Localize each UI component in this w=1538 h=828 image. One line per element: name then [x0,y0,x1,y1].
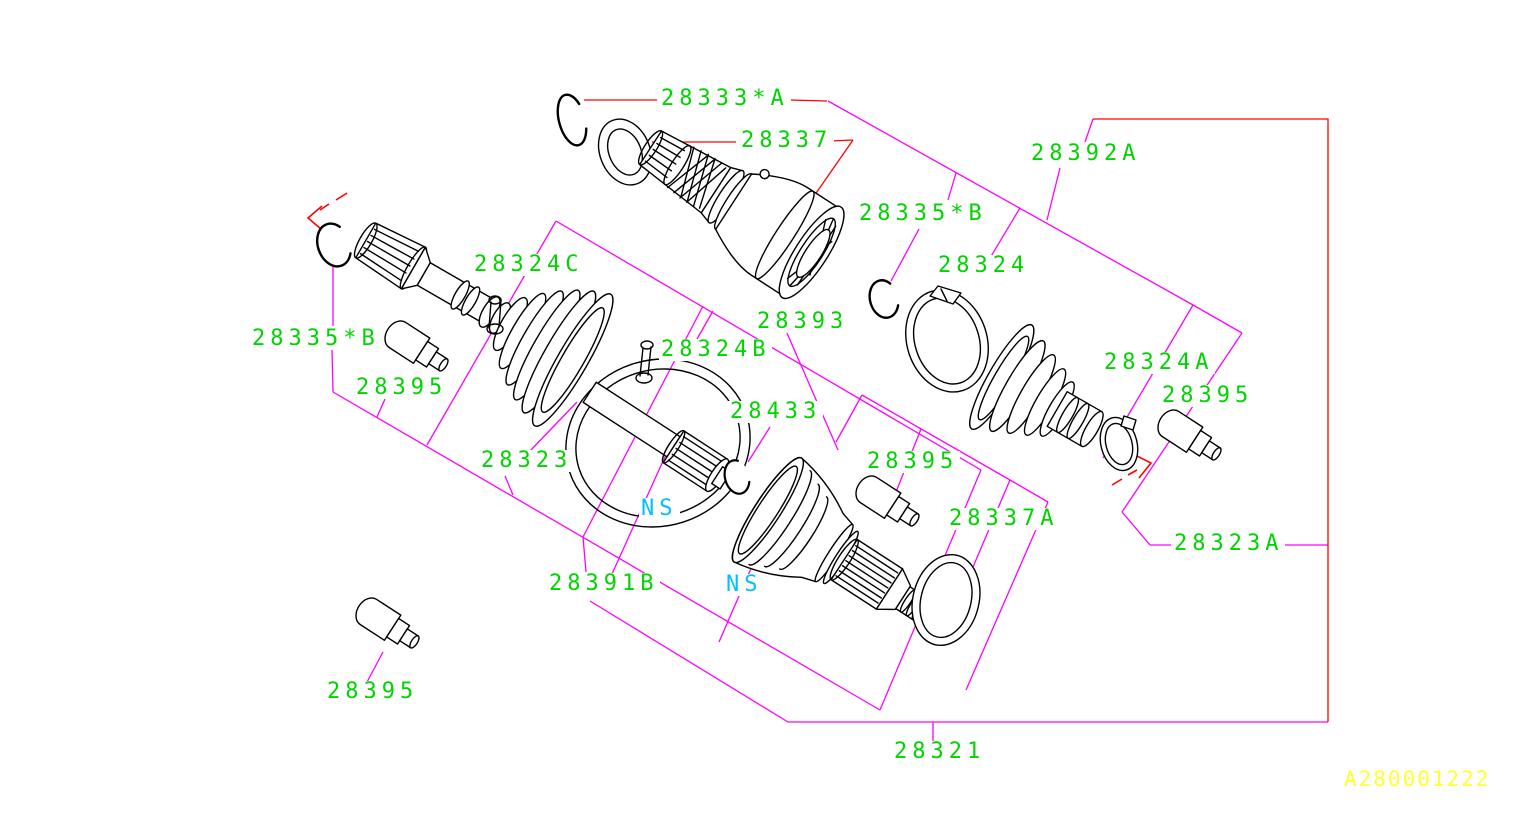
part-label-28337[interactable]: 28337 [739,128,835,153]
grease-tube-upper-left [379,315,455,380]
part-label-28333A[interactable]: 28333*A [659,86,791,111]
clamp-small [1099,415,1139,472]
part-label-28393[interactable]: 28393 [755,309,851,334]
grease-tube-bottom-left [350,592,426,657]
part-label-28395-bl[interactable]: 28395 [325,679,421,704]
part-label-28335B-l[interactable]: 28335*B [250,326,382,351]
drawing-number: A280001222 [1342,767,1493,791]
snap-ring-right [868,279,900,319]
part-label-28321[interactable]: 28321 [892,739,988,764]
part-label-28324A[interactable]: 28324A [1102,350,1216,375]
mid-shaft [582,381,732,493]
part-label-28324B[interactable]: 28324B [659,337,773,362]
part-label-28323A[interactable]: 28323A [1172,531,1286,556]
outer-joint-top [637,129,845,300]
boot-right [969,323,1104,448]
snap-ring-inner [723,459,751,495]
part-label-28324C[interactable]: 28324C [472,252,586,277]
clamp-pin-left [486,295,504,335]
grease-tube-right [1152,404,1228,469]
washer-28337 [597,118,653,186]
part-label-28395-m[interactable]: 28395 [865,449,961,474]
part-label-28324[interactable]: 28324 [936,253,1032,278]
part-label-28395-ul[interactable]: 28395 [354,375,450,400]
grease-tube-mid [850,470,926,535]
part-label-28392A[interactable]: 28392A [1029,141,1143,166]
snap-ring-left [315,222,353,268]
red-dashed-arrow-left [306,192,348,230]
red-dashed-arrow-right [1111,455,1153,486]
not-sold-separately-label-ns-1: NS [639,496,680,521]
axle-shaft-left [353,222,614,427]
part-label-28433[interactable]: 28433 [728,399,824,424]
clamp-large [905,285,989,393]
part-label-28391B[interactable]: 28391B [547,571,661,596]
not-sold-separately-label-ns-2: NS [724,572,765,597]
part-label-28337A[interactable]: 28337A [947,506,1061,531]
part-label-28395-r[interactable]: 28395 [1160,383,1256,408]
part-label-28323[interactable]: 28323 [479,448,575,473]
part-drawings [315,93,1228,657]
part-label-28335B-r[interactable]: 28335*B [857,201,989,226]
snap-ring-top [556,93,588,147]
retaining-ring-small [911,553,981,647]
